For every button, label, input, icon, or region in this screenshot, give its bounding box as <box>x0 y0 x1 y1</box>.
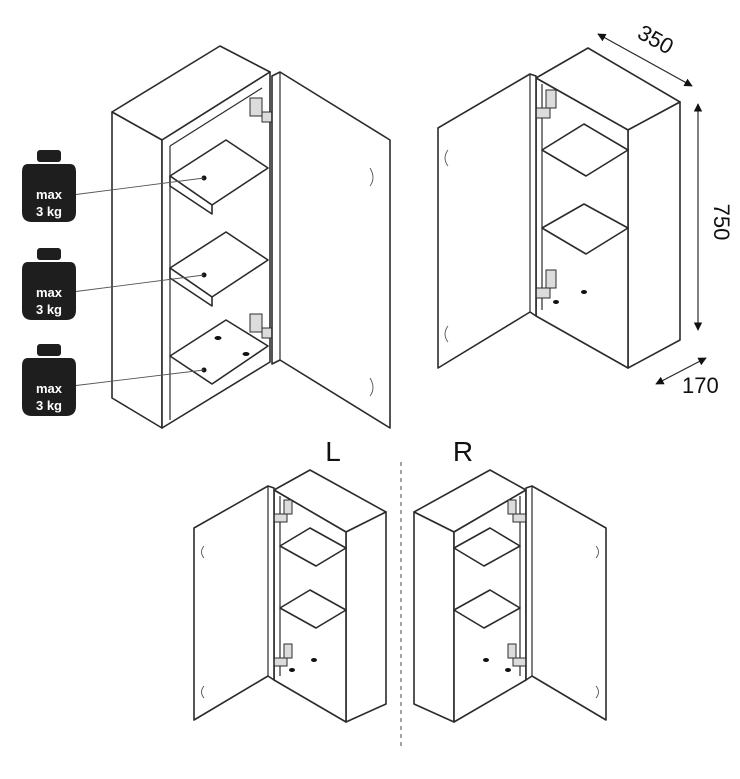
cabinet-door <box>525 485 607 721</box>
weight-3-label-max: max <box>36 381 63 396</box>
cabinet-open-front <box>111 45 391 429</box>
width-dimension-label: 350 <box>634 20 678 60</box>
shelf-1 <box>541 123 629 177</box>
weight-3: max 3 kg <box>22 344 205 416</box>
depth-dimension-line <box>655 357 707 385</box>
cabinet-variant-right <box>413 469 607 723</box>
shelf-2 <box>279 589 347 629</box>
cabinet-left-side <box>413 511 455 723</box>
cabinet-right-side <box>627 101 681 369</box>
weight-2: max 3 kg <box>22 248 205 320</box>
weight-2-label-kg: 3 kg <box>36 302 62 317</box>
cabinet-door <box>271 71 391 429</box>
width-dimension-line <box>597 33 693 87</box>
weight-1-label-kg: 3 kg <box>36 204 62 219</box>
weight-2-label-max: max <box>36 285 63 300</box>
shelf-2 <box>541 203 629 255</box>
cabinet-bottom <box>169 319 269 385</box>
cabinet-right-side <box>345 511 387 723</box>
variant-left-label: L <box>325 436 341 467</box>
variant-right-label: R <box>453 436 473 467</box>
cabinet-dimensioned: 350 750 170 <box>437 20 734 398</box>
cabinet-door <box>437 73 537 369</box>
shelf-1 <box>453 527 521 567</box>
height-dimension-label: 750 <box>709 204 734 241</box>
weight-3-label-kg: 3 kg <box>36 398 62 413</box>
cabinet-door <box>193 485 275 721</box>
depth-dimension-label: 170 <box>682 373 719 398</box>
weight-1-label-max: max <box>36 187 63 202</box>
shelf-1 <box>279 527 347 567</box>
weight-1: max 3 kg <box>22 150 205 222</box>
shelf-2 <box>453 589 521 629</box>
cabinet-variant-left <box>193 469 387 723</box>
